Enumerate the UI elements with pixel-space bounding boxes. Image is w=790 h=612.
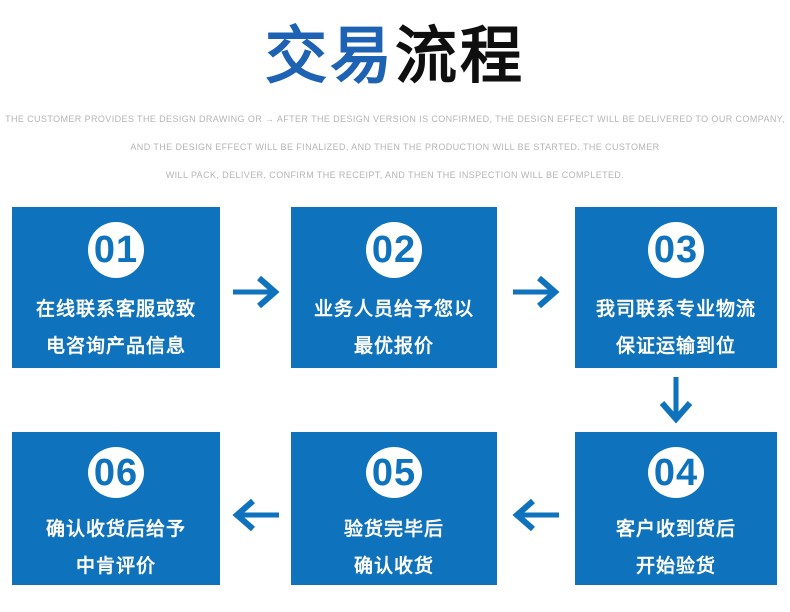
step-description-line-2: 电咨询产品信息 <box>45 336 186 357</box>
step-description-line-1: 确认收货后给予 <box>45 519 186 540</box>
step-description: 业务人员给予您以 最优报价 <box>314 291 474 365</box>
subtitle-line-2: AND THE DESIGN EFFECT WILL BE FINALIZED,… <box>130 142 660 152</box>
step-number: 01 <box>93 229 139 271</box>
step-description-line-1: 在线联系客服或致 <box>35 299 196 320</box>
step-box-01: 01 在线联系客服或致 电咨询产品信息 <box>12 207 220 368</box>
step-description-line-1: 业务人员给予您以 <box>313 299 474 320</box>
step-box-04: 04 客户收到货后 开始验货 <box>575 432 777 585</box>
step-description-line-1: 验货完毕后 <box>343 519 444 540</box>
step-number-badge: 03 <box>648 222 704 278</box>
step-description: 验货完毕后 确认收货 <box>344 511 444 585</box>
step-description: 客户收到货后 开始验货 <box>616 511 736 585</box>
step-number-badge: 06 <box>88 447 144 498</box>
subtitle-line-3: WILL PACK, DELIVER, CONFIRM THE RECEIPT,… <box>165 170 625 180</box>
step-description: 我司联系专业物流 保证运输到位 <box>596 291 756 365</box>
step-number: 03 <box>653 229 699 271</box>
step-description: 在线联系客服或致 电咨询产品信息 <box>36 291 196 365</box>
step-description-line-2: 确认收货 <box>353 556 434 577</box>
step-description-line-1: 客户收到货后 <box>615 519 736 540</box>
step-number-badge: 01 <box>88 222 144 278</box>
step-box-03: 03 我司联系专业物流 保证运输到位 <box>575 207 777 368</box>
subtitle: THE CUSTOMER PROVIDES THE DESIGN DRAWING… <box>0 112 790 196</box>
step-number: 06 <box>93 451 139 494</box>
step-box-06: 06 确认收货后给予 中肯评价 <box>12 432 220 585</box>
step-description-line-2: 开始验货 <box>635 556 716 577</box>
page-title: 交易流程 <box>0 14 790 100</box>
arrow-down-icon <box>654 373 698 427</box>
step-description-line-2: 保证运输到位 <box>615 336 736 357</box>
subtitle-line-1: THE CUSTOMER PROVIDES THE DESIGN DRAWING… <box>5 114 785 124</box>
arrow-left-icon <box>508 493 564 537</box>
step-number-badge: 05 <box>366 447 422 498</box>
page-title-highlight: 交易 <box>264 22 395 91</box>
step-number: 04 <box>653 451 699 494</box>
step-description-line-2: 最优报价 <box>353 336 434 357</box>
step-number-badge: 02 <box>366 222 422 278</box>
step-box-05: 05 验货完毕后 确认收货 <box>291 432 497 585</box>
arrow-left-icon <box>228 493 284 537</box>
step-number-badge: 04 <box>648 447 704 498</box>
step-description: 确认收货后给予 中肯评价 <box>46 511 186 585</box>
step-number: 05 <box>371 451 417 494</box>
arrow-right-icon <box>508 270 564 314</box>
step-box-02: 02 业务人员给予您以 最优报价 <box>291 207 497 368</box>
arrow-right-icon <box>228 270 284 314</box>
step-number: 02 <box>371 229 417 271</box>
page-title-rest: 流程 <box>395 22 526 91</box>
step-description-line-2: 中肯评价 <box>75 556 156 577</box>
step-description-line-1: 我司联系专业物流 <box>595 299 756 320</box>
